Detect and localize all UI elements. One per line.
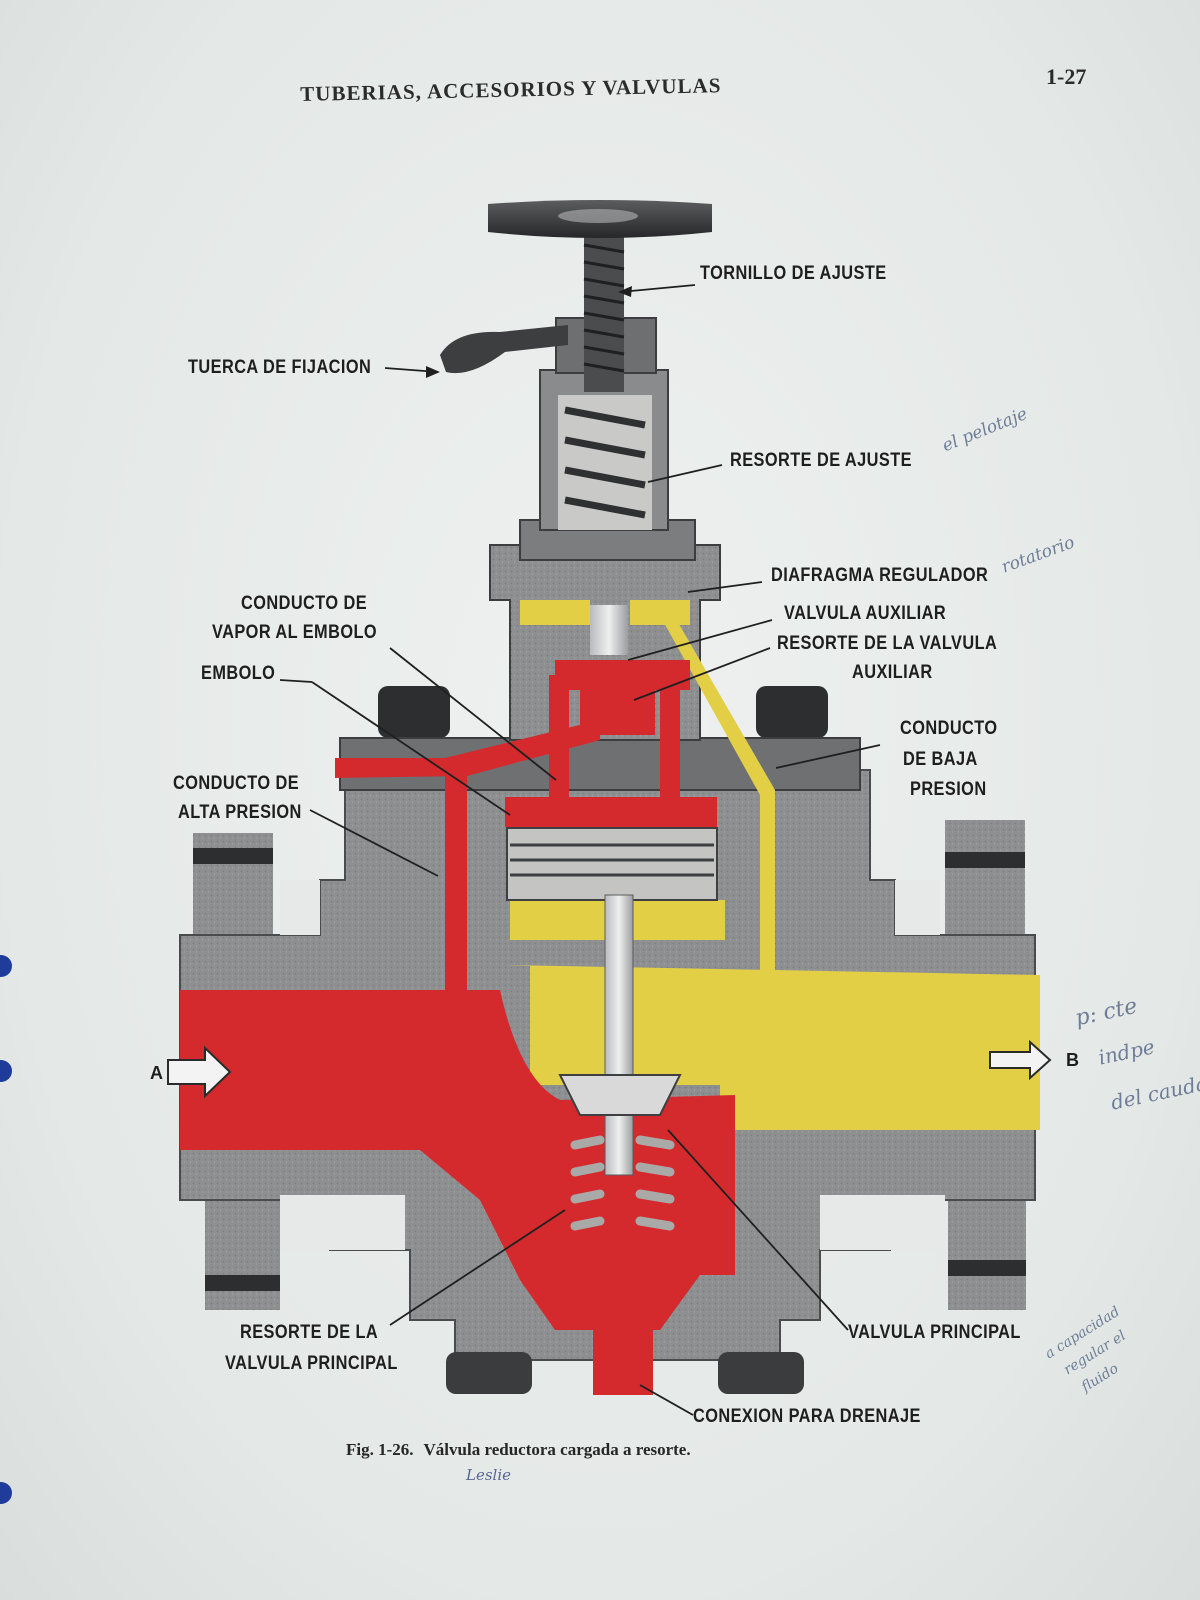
port-label-a: A xyxy=(150,1063,163,1083)
leader-conducto-vapor xyxy=(389,647,557,781)
label-conexion-drenaje: CONEXION PARA DRENAJE xyxy=(693,1406,921,1427)
leader-resorte-ajuste xyxy=(647,464,723,483)
leader-conducto-alta xyxy=(309,809,439,877)
leader-drenaje xyxy=(639,1384,694,1416)
right-lower-flange xyxy=(948,1195,1026,1310)
flow-arrows xyxy=(167,1039,1052,1099)
main-valve-spring xyxy=(570,1135,675,1231)
high-pressure-zones xyxy=(180,660,735,1395)
leader-embolo xyxy=(279,679,313,683)
leader-valvula-auxiliar xyxy=(627,619,773,661)
label-resorte-principal-line1: RESORTE DE LA xyxy=(240,1322,379,1343)
right-upper-flange xyxy=(945,820,1025,935)
piston-rings xyxy=(510,843,714,877)
leader-diafragma xyxy=(687,581,763,593)
body-recess xyxy=(280,880,320,935)
label-conducto-vapor-line2: VAPOR AL EMBOLO xyxy=(212,622,378,643)
high-pressure-duct xyxy=(445,760,467,995)
steam-duct-to-piston xyxy=(335,720,600,778)
label-resorte-auxiliar-line1: RESORTE DE LA VALVULA xyxy=(777,633,998,654)
binder-hole xyxy=(0,1060,12,1082)
cover-bolt xyxy=(756,686,828,738)
left-lower-flange xyxy=(205,1200,280,1310)
inlet-passage xyxy=(180,990,735,1330)
cover-bolt xyxy=(378,686,450,738)
leader-conducto-baja xyxy=(775,744,881,769)
auxiliary-stem-left xyxy=(549,675,569,800)
piston-assembly xyxy=(506,605,718,1176)
flange-gasket xyxy=(193,848,273,864)
pilot-stem xyxy=(590,605,628,655)
leader-resorte-principal xyxy=(389,1209,566,1326)
lock-lever xyxy=(440,325,568,374)
flange-gasket xyxy=(205,1275,280,1291)
screw-threads xyxy=(583,243,625,373)
adjusting-spring xyxy=(564,406,646,519)
figure-caption: Fig. 1-26. Válvula reductora cargada a re… xyxy=(346,1440,691,1460)
label-conducto-vapor-line1: CONDUCTO DE xyxy=(241,593,368,614)
diaphragm-chamber-left xyxy=(520,600,590,625)
bottom-nut xyxy=(718,1352,804,1394)
flange-gasket xyxy=(945,852,1025,868)
body-recess xyxy=(280,1195,405,1250)
leader-embolo-2 xyxy=(311,681,511,816)
auxiliary-valve xyxy=(555,660,690,735)
valve-stem xyxy=(604,894,634,1176)
label-resorte-principal-line2: VALVULA PRINCIPAL xyxy=(225,1353,398,1374)
figure-number: Fig. 1-26. xyxy=(346,1440,414,1459)
label-diafragma-regulador: DIAFRAGMA REGULADOR xyxy=(771,565,989,586)
figure-title: Válvula reductora cargada a resorte. xyxy=(423,1440,691,1459)
label-conducto-alta-line1: CONDUCTO DE xyxy=(173,773,300,794)
label-valvula-principal: VALVULA PRINCIPAL xyxy=(848,1322,1021,1343)
bonnet xyxy=(440,200,721,741)
bottom-nut xyxy=(446,1352,532,1394)
port-label-b: B xyxy=(1066,1050,1079,1070)
leader-resorte-auxiliar xyxy=(633,647,771,701)
piston xyxy=(505,797,717,827)
handwritten-signature: Leslie xyxy=(466,1466,512,1484)
label-conducto-baja-line3: PRESION xyxy=(910,779,987,800)
low-pressure-duct xyxy=(658,612,775,975)
auxiliary-stem-right xyxy=(660,675,680,800)
label-resorte-auxiliar-line2: AUXILIAR xyxy=(852,662,933,683)
piston-body xyxy=(506,827,718,901)
binder-hole xyxy=(0,1482,12,1504)
page-number: 1-27 xyxy=(1046,64,1087,89)
binder-hole xyxy=(0,955,12,977)
handwheel-highlight xyxy=(558,209,638,223)
body-recess xyxy=(820,1195,945,1250)
outlet-arrow xyxy=(989,1039,1052,1081)
label-embolo: EMBOLO xyxy=(201,663,276,684)
label-valvula-auxiliar: VALVULA AUXILIAR xyxy=(784,603,947,624)
leader-valvula-principal xyxy=(667,1129,849,1331)
label-tuerca-de-fijacion: TUERCA DE FIJACION xyxy=(188,357,372,378)
leader-arrowheads xyxy=(426,286,632,378)
label-conducto-alta-line2: ALTA PRESION xyxy=(178,802,302,823)
label-tornillo-de-ajuste: TORNILLO DE AJUSTE xyxy=(700,263,887,284)
leader-tornillo xyxy=(619,284,696,293)
flange-gasket xyxy=(948,1260,1026,1276)
main-valve-disc xyxy=(558,1074,682,1116)
outlet-passage xyxy=(505,965,1040,1130)
body-recess xyxy=(895,880,940,935)
label-conducto-baja-line2: DE BAJA xyxy=(903,749,978,770)
inlet-arrow xyxy=(167,1045,232,1099)
leader-lines xyxy=(279,284,881,1416)
label-conducto-baja-line1: CONDUCTO xyxy=(900,718,998,739)
drain-plug xyxy=(593,1330,653,1395)
label-resorte-de-ajuste: RESORTE DE AJUSTE xyxy=(730,450,912,471)
